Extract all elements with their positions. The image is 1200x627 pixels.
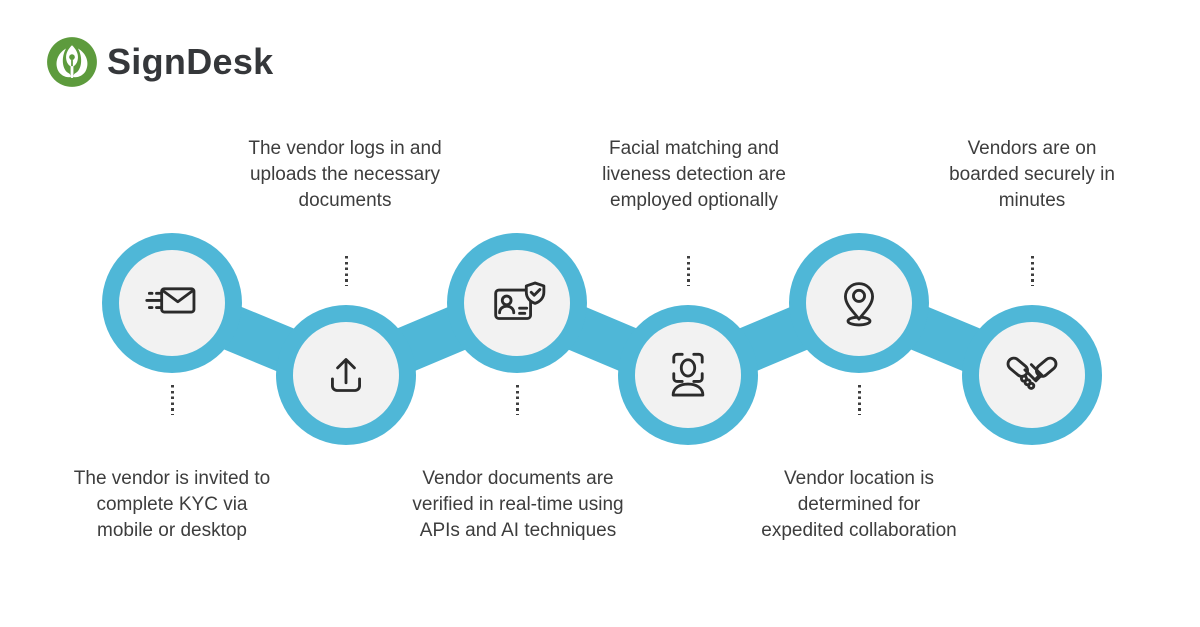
step-2-caption: The vendor logs in and uploads the neces…: [248, 138, 442, 211]
signdesk-logo: SignDesk: [46, 36, 273, 88]
dotted-connector-3: [515, 385, 519, 415]
step-5-caption: Vendor location is determined for expedi…: [761, 468, 957, 541]
location-pin-icon: [828, 272, 890, 334]
dotted-connector-5: [857, 385, 861, 415]
step-3-caption: Vendor documents are verified in real-ti…: [412, 468, 624, 541]
step-circle-3: [464, 250, 570, 356]
id-verification-icon: [486, 272, 548, 334]
upload-icon: [315, 344, 377, 406]
dotted-connector-4: [686, 256, 690, 286]
signdesk-wordmark: SignDesk: [107, 41, 274, 82]
step-circle-1: [119, 250, 225, 356]
handshake-icon: [1001, 344, 1063, 406]
face-scan-icon: [657, 344, 719, 406]
signdesk-logo-icon: [47, 37, 97, 87]
send-mail-icon: [141, 272, 203, 334]
dotted-connector-2: [344, 256, 348, 286]
step-4-caption: Facial matching and liveness detection a…: [602, 138, 786, 211]
step-6-caption: Vendors are on boarded securely in minut…: [949, 138, 1115, 211]
dotted-connector-1: [170, 385, 174, 415]
dotted-connector-6: [1030, 256, 1034, 286]
step-1-caption: The vendor is invited to complete KYC vi…: [73, 468, 271, 541]
